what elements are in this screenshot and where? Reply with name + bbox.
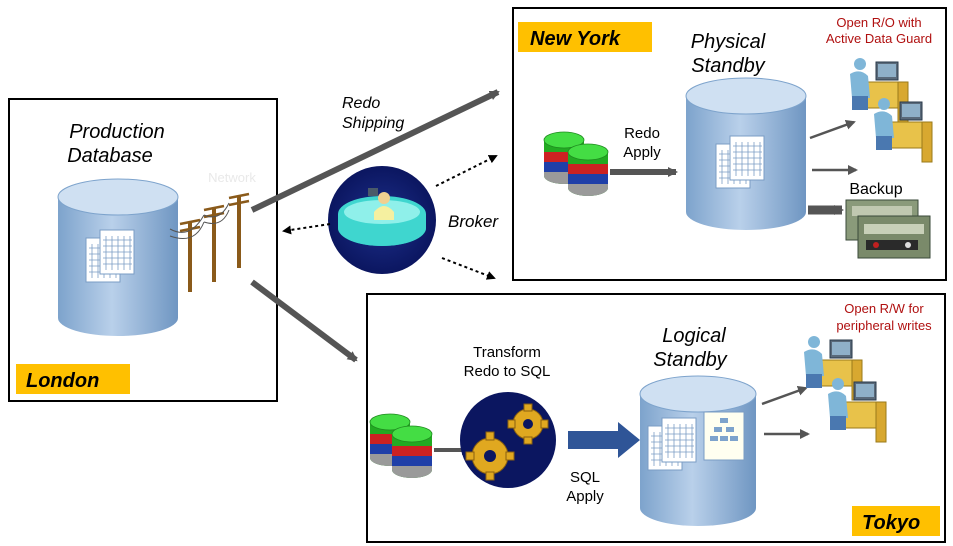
network-poles-icon [169, 192, 250, 292]
ny-note-line1: Open R/O with [836, 15, 921, 30]
broker-to-ny-arrow [435, 155, 498, 187]
logical-standby-line1: Logical [662, 325, 726, 347]
sql-apply-line1: SQL [570, 469, 600, 486]
tokyo-location-tag [852, 506, 940, 536]
redo-shipping-arrow-ny [250, 89, 500, 213]
transform-line1: Transform [473, 344, 541, 361]
backup-label: Backup [849, 181, 902, 198]
physical-standby-line2: Standby [691, 55, 765, 77]
tokyo-note-line2: peripheral writes [836, 318, 932, 333]
logical-standby-line2: Standby [653, 349, 727, 371]
london-location-tag [16, 364, 130, 394]
network-label: Network [208, 170, 256, 185]
ny-note-line2: Active Data Guard [826, 31, 932, 46]
redo-shipping-label-line1: Redo [342, 95, 380, 112]
backup-tape-icon [845, 199, 931, 259]
new-york-location-tag [518, 22, 652, 52]
broker-to-tokyo-arrow [441, 257, 496, 280]
new-york-location-label: New York [530, 28, 621, 50]
broker-label: Broker [448, 212, 499, 231]
redo-shipping-label-line2: Shipping [342, 115, 404, 132]
transform-line2: Redo to SQL [464, 363, 551, 380]
tokyo-user-arrow-1 [761, 386, 808, 406]
physical-standby-line1: Physical [691, 31, 766, 53]
production-database-cylinder [57, 178, 179, 336]
redo-apply-line1: Redo [624, 125, 660, 142]
gears-icon [460, 392, 556, 488]
london-location-label: London [26, 370, 99, 392]
logical-standby-cylinder [639, 375, 757, 526]
tokyo-note-line1: Open R/W for [844, 301, 924, 316]
broker-to-london-arrow [282, 223, 331, 235]
tokyo-location-label: Tokyo [862, 512, 920, 534]
production-title-line2: Database [67, 145, 153, 167]
sql-apply-arrow [568, 422, 640, 458]
ny-reader-arrow-1 [809, 120, 856, 140]
sql-apply-line2: Apply [566, 488, 604, 505]
physical-standby-cylinder [685, 77, 807, 230]
redo-apply-line2: Apply [623, 144, 661, 161]
production-title-line1: Production [69, 121, 165, 143]
redo-shipping-arrow-tokyo [250, 279, 358, 363]
broker-icon [328, 166, 436, 274]
